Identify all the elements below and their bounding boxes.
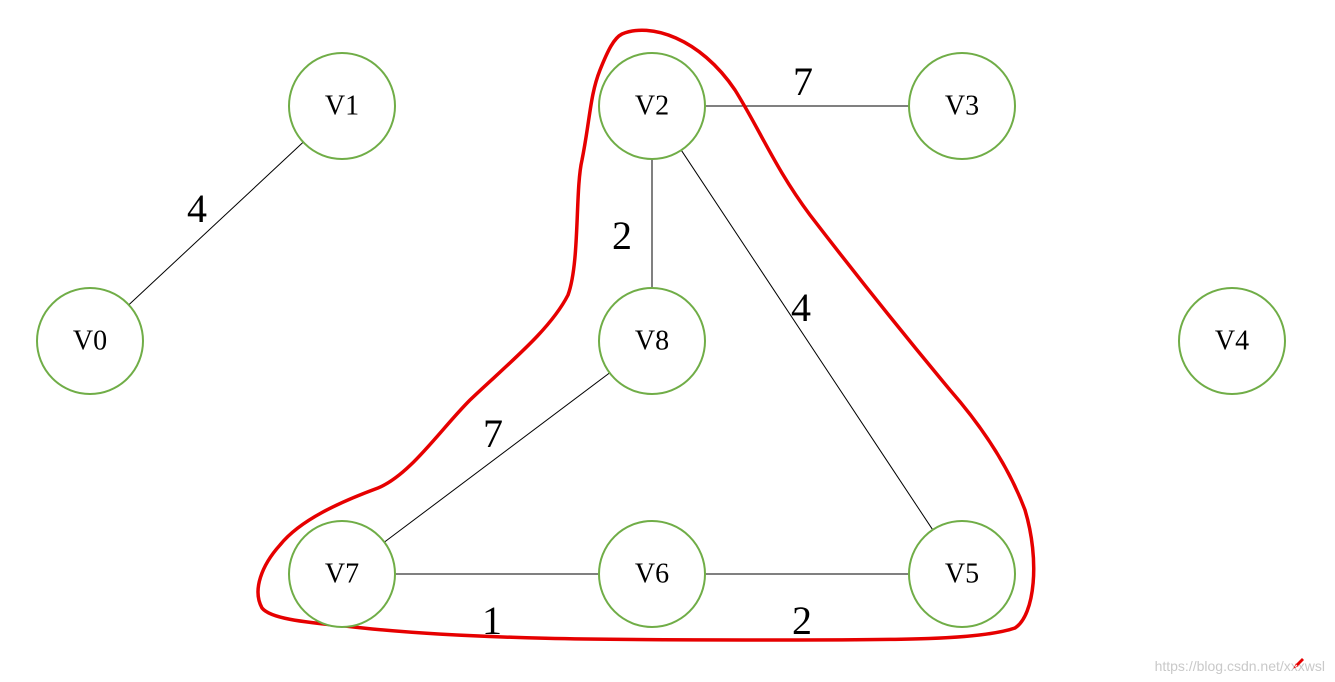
node-circle [288,52,396,160]
highlight-outline [256,28,1036,642]
node-circle [598,287,706,395]
edge-weight-v2-v8: 2 [612,213,632,258]
node-label: V2 [635,90,669,121]
edge-weights-layer: 4 7 2 4 7 1 2 [187,59,813,643]
node-v3: V3 [908,52,1016,160]
node-label: V3 [945,90,979,121]
node-circle [908,520,1016,628]
node-v6: V6 [598,520,706,628]
node-v4: V4 [1178,287,1286,395]
watermark: https://blog.csdn.net/xxxwsl [1155,658,1325,674]
node-v0: V0 [36,287,144,395]
node-label: V1 [325,90,359,121]
node-circle [288,520,396,628]
edge-v8-v7 [384,372,610,543]
pen-icon [1292,658,1304,669]
node-label: V8 [635,325,669,356]
node-v8: V8 [598,287,706,395]
node-v1: V1 [288,52,396,160]
edge-v2-v5 [680,149,934,531]
node-v5: V5 [908,520,1016,628]
edge-weight-v2-v5: 4 [791,285,811,330]
edge-weight-v7-v6: 1 [482,598,502,643]
node-v2: V2 [598,52,706,160]
node-circle [598,520,706,628]
node-v7: V7 [288,520,396,628]
edge-weight-v6-v5: 2 [792,598,812,643]
node-label: V5 [945,558,979,589]
node-circle [908,52,1016,160]
edge-weight-v2-v3: 7 [793,59,813,104]
node-circle [1178,287,1286,395]
edges-layer [128,105,934,575]
node-label: V7 [325,558,359,589]
edge-weight-v0-v1: 4 [187,186,207,231]
node-label: V4 [1215,325,1249,356]
watermark-text: https://blog.csdn.net/xxxwsl [1154,658,1325,674]
node-circle [598,52,706,160]
node-label: V6 [635,558,669,589]
node-circle [36,287,144,395]
edge-weight-v8-v7: 7 [483,411,503,456]
node-label: V0 [73,325,107,356]
edge-v0-v1 [128,141,304,306]
